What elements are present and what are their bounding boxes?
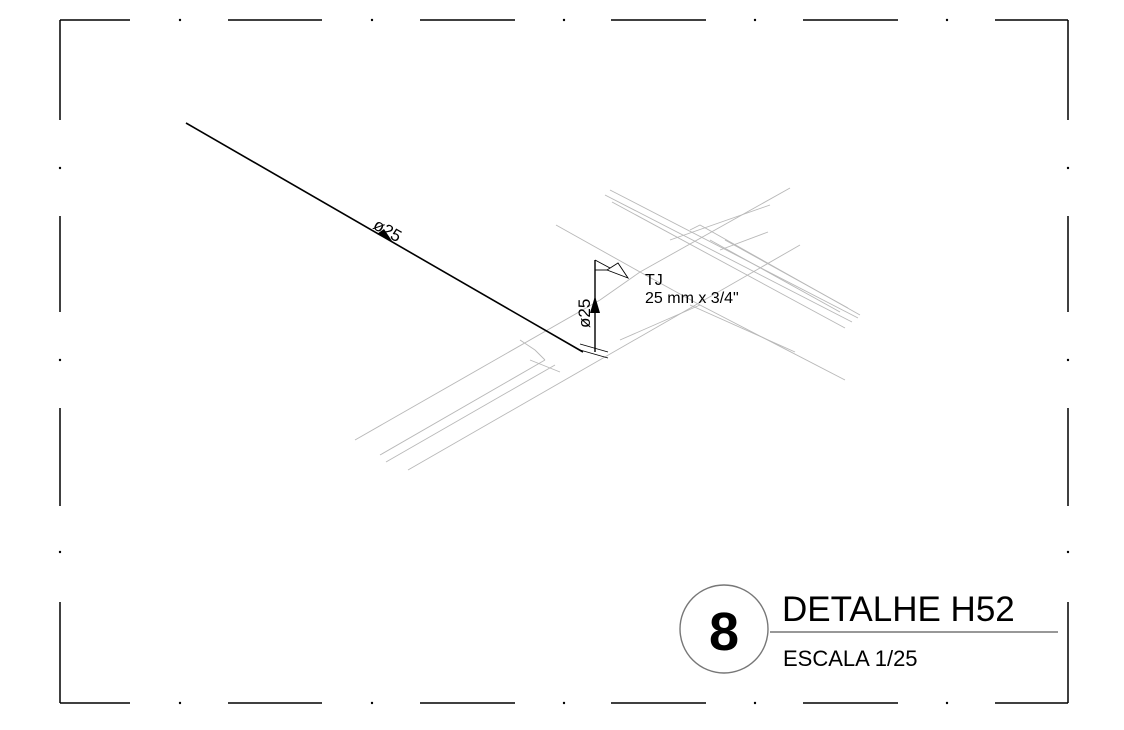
frame-dots <box>58 18 1070 705</box>
flow-arrow-main <box>377 229 392 241</box>
tee-fitting-symbol <box>595 262 630 279</box>
detail-title: DETALHE H52 <box>782 590 1015 629</box>
detail-scale: ESCALA 1/25 <box>783 646 918 671</box>
main-pipe-label: ø25 <box>370 215 405 246</box>
fitting-size-label: 25 mm x 3/4" <box>645 290 739 307</box>
sheet-frame <box>59 19 1069 704</box>
riser-pipe-label: ø25 <box>575 299 594 328</box>
background-structure-lines <box>354 187 861 471</box>
flow-arrow-riser <box>590 296 600 313</box>
title-block: 8 DETALHE H52 ESCALA 1/25 <box>679 584 1058 674</box>
fitting-code-label: TJ <box>645 272 663 289</box>
detail-number: 8 <box>709 602 739 662</box>
detail-number-circle <box>679 584 769 674</box>
